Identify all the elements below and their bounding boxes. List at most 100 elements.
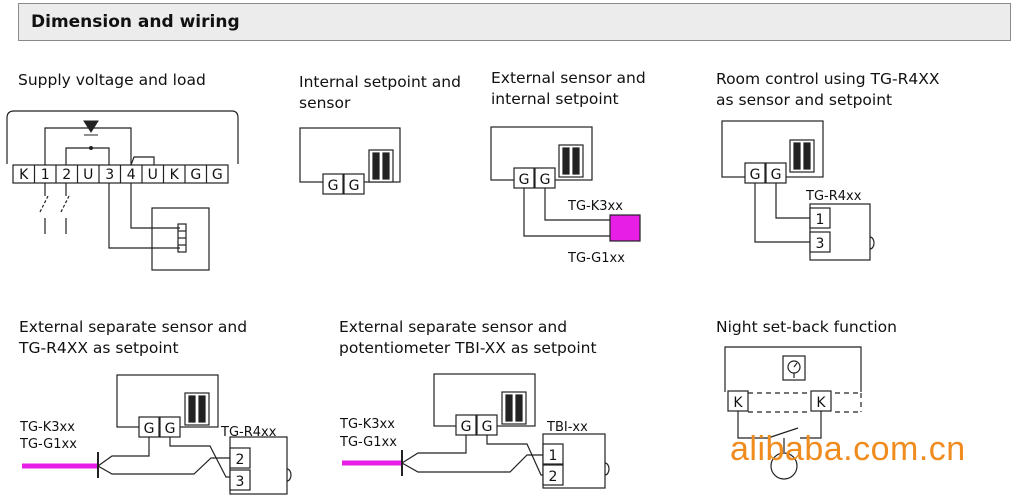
ext-separate-r4-title-line1: External separate sensor and [19, 318, 248, 336]
internal-setpoint-diagram [299, 127, 401, 195]
ext-separate-r4-title-line2: TG-R4XX as setpoint [19, 339, 179, 357]
supply-enclosure-outline [6, 110, 239, 164]
room-control-title: Room control using TG-R4XX as sensor and… [716, 69, 939, 111]
main-strip-terminal-label: 4 [127, 167, 136, 183]
setpoint-wire [486, 435, 543, 476]
tg-g1xx-label: TG-G1xx [19, 437, 77, 452]
terminal-3 [229, 469, 251, 491]
section-header-title: Dimension and wiring [31, 12, 240, 32]
supply-voltage-title: Supply voltage and load [18, 71, 206, 89]
sensor-wire-2 [97, 457, 230, 475]
load-wire-4 [130, 183, 180, 229]
ext-separate-tbi-title-line1: External separate sensor and [339, 318, 568, 336]
terminal-1-label: 1 [549, 448, 558, 464]
ext-separate-r4-diagram [22, 374, 292, 495]
night-switch [767, 427, 799, 439]
room-control-diagram [721, 120, 875, 261]
terminal-g-label: G [165, 421, 176, 437]
sensor-wire-1 [523, 188, 610, 237]
terminal-1 [542, 443, 564, 465]
terminal-g-label: G [771, 167, 782, 183]
terminal-g-label: G [482, 419, 493, 435]
r4-wire-3 [754, 183, 810, 243]
external-sensor-title-line2: internal setpoint [491, 90, 619, 108]
tg-k3xx-label: TG-K3xx [339, 417, 395, 432]
terminal-3 [809, 231, 831, 253]
r4-wire-1 [775, 183, 810, 219]
supply-switch-k [39, 195, 49, 213]
terminal-3-label: 3 [236, 474, 245, 490]
night-wire-right [800, 411, 822, 439]
clock-box [782, 355, 806, 381]
internal-bridge-wire [65, 147, 110, 165]
terminal-g-label: G [519, 172, 530, 188]
ext-separate-r4-title: External separate sensor and TG-R4XX as … [19, 317, 247, 359]
terminal-2 [229, 447, 251, 469]
room-control-title-line2: as sensor and setpoint [716, 91, 893, 109]
terminal-1-label: 1 [816, 212, 825, 228]
tg-g1xx-label: TG-G1xx [339, 435, 397, 450]
tbi-xx-label: TBI-xx [546, 420, 588, 435]
ext-separate-tbi-title: External separate sensor and potentiomet… [339, 317, 597, 359]
watermark: alibaba.com.cn [730, 430, 966, 468]
night-setback-diagram [724, 346, 862, 480]
terminal-g-label: G [540, 172, 551, 188]
main-strip-terminal-label: 2 [62, 167, 71, 183]
internal-setpoint-title-line2: sensor [299, 94, 351, 112]
main-strip-terminal-label: K [170, 167, 180, 183]
sensor-wire-1 [401, 435, 467, 464]
terminal-g [322, 173, 344, 195]
terminal-2-label: 2 [236, 452, 245, 468]
external-sensor-diagram [490, 126, 641, 242]
triac-icon [83, 120, 99, 136]
external-sensor-block [609, 214, 641, 242]
terminal-3-label: 3 [816, 236, 825, 252]
tg-g1xx-label: TG-G1xx [567, 251, 625, 266]
terminal-2 [542, 464, 564, 486]
tg-k3xx-label: TG-K3xx [567, 199, 623, 214]
main-strip-terminal-label: 1 [41, 167, 50, 183]
triac-wire-loop [44, 127, 132, 165]
ext-separate-tbi-title-line2: potentiometer TBI-XX as setpoint [339, 339, 597, 357]
main-strip-terminal-label: U [148, 167, 158, 183]
tbi-knob [604, 462, 610, 476]
load-wire-3 [108, 183, 180, 249]
supply-diagram [6, 110, 239, 271]
main-strip-terminal-label: 3 [105, 167, 114, 183]
terminal-1 [809, 207, 831, 229]
main-strip-terminal-label: G [190, 167, 201, 183]
r4-knob [286, 468, 292, 482]
internal-setpoint-title: Internal setpoint and sensor [299, 72, 461, 114]
device-labels: TG-K3xx TG-G1xx TG-R4xx TG-K3xx TG-G1xx … [19, 189, 862, 452]
section-header: Dimension and wiring [18, 3, 1011, 41]
room-control-title-line1: Room control using TG-R4XX [716, 70, 940, 88]
terminal-g-label: G [349, 178, 360, 194]
load-box [151, 207, 210, 271]
tg-k3xx-label: TG-K3xx [19, 420, 75, 435]
night-enclosure-outline [724, 346, 862, 392]
supply-terminal-dividers [33, 165, 208, 183]
ext-separate-tbi-diagram [342, 373, 610, 489]
timer-symbol [770, 452, 798, 480]
terminal-k-label: K [733, 395, 743, 411]
tg-r4xx-label: TG-R4xx [805, 189, 862, 204]
setpoint-wire [169, 437, 230, 478]
external-sensor-title-line1: External sensor and [491, 69, 646, 87]
bridge-wire-4-u [130, 156, 155, 166]
internal-setpoint-title-line1: Internal setpoint and [299, 73, 461, 91]
sensor-wire-1 [97, 437, 150, 467]
terminal-k-label: K [816, 395, 826, 411]
main-strip-terminal-label: U [83, 167, 93, 183]
terminal-2-label: 2 [549, 469, 558, 485]
terminal-g-label: G [144, 421, 155, 437]
r4-knob [869, 236, 875, 250]
terminal-g-label: G [328, 178, 339, 194]
supply-switch-1 [60, 195, 70, 213]
junction-dot [89, 146, 93, 150]
main-strip-terminal-label: K [19, 167, 29, 183]
sensor-wire-2 [544, 188, 610, 221]
terminal-g-label: G [750, 167, 761, 183]
night-dashed-strip [748, 392, 862, 413]
